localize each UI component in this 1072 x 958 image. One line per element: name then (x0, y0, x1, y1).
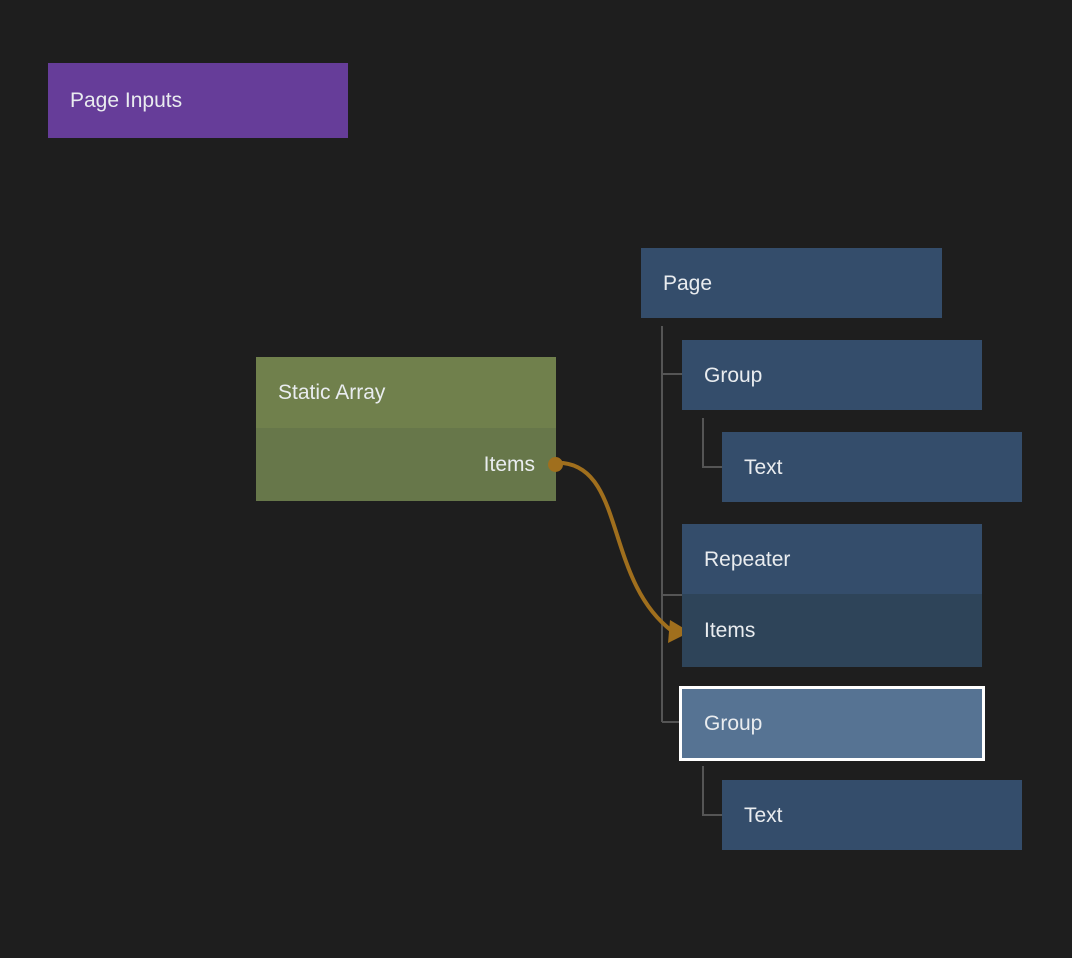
node-group-2-header: Group (682, 689, 982, 758)
node-text-2-header: Text (722, 780, 1022, 850)
node-text-1[interactable]: Text (722, 432, 1022, 502)
node-group-2-title: Group (704, 712, 763, 735)
node-repeater[interactable]: Repeater Items (682, 524, 982, 667)
node-page[interactable]: Page (641, 248, 942, 318)
node-group-1-title: Group (704, 363, 763, 387)
node-repeater-header: Repeater (682, 524, 982, 594)
node-group-1-header: Group (682, 340, 982, 410)
node-page-inputs-header: Page Inputs (48, 63, 348, 138)
node-page-inputs[interactable]: Page Inputs (48, 63, 348, 138)
node-text-2[interactable]: Text (722, 780, 1022, 850)
node-static-array-header: Static Array (256, 357, 556, 428)
port-label-items-output: Items (483, 453, 535, 476)
node-repeater-title: Repeater (704, 547, 791, 571)
node-group-1[interactable]: Group (682, 340, 982, 410)
node-text-1-header: Text (722, 432, 1022, 502)
node-page-header: Page (641, 248, 942, 318)
node-page-inputs-title: Page Inputs (70, 89, 183, 112)
node-static-array-title: Static Array (278, 381, 386, 404)
node-static-array-output-items[interactable]: Items (256, 428, 563, 501)
node-group-2-selected[interactable]: Group (679, 686, 985, 761)
output-port-dot-items[interactable] (548, 457, 563, 472)
node-repeater-input-items[interactable]: Items (682, 594, 982, 667)
node-text-1-title: Text (744, 455, 783, 479)
node-static-array[interactable]: Static Array Items (256, 357, 563, 501)
node-page-title: Page (663, 271, 713, 295)
node-text-2-title: Text (744, 803, 783, 827)
port-label-items-input: Items (704, 619, 756, 642)
